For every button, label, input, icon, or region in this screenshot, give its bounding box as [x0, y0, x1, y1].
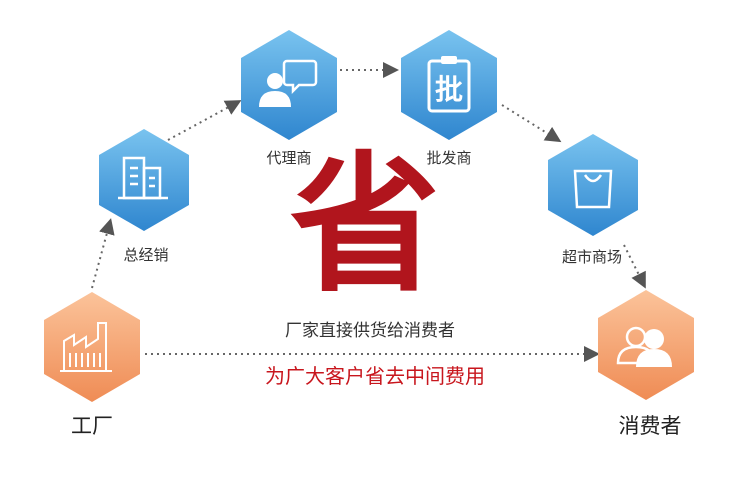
label-consumer: 消费者 — [618, 414, 682, 438]
arrow-supermarket-to-consumer — [623, 244, 646, 289]
shopping-bag-icon — [573, 169, 613, 209]
node-agent — [241, 30, 337, 140]
label-wholesaler: 批发商 — [426, 149, 472, 167]
arrow-factory-to-general — [91, 218, 115, 289]
arrow-general-to-agent — [167, 100, 242, 141]
clipboard-pi-icon: 批 — [427, 56, 471, 113]
connectors — [91, 62, 646, 362]
label-factory: 工厂 — [71, 414, 113, 438]
label-general-distributor: 总经销 — [123, 246, 169, 264]
label-agent: 代理商 — [266, 149, 312, 167]
chat-person-icon — [259, 59, 318, 107]
label-supermarket: 超市商场 — [561, 248, 623, 266]
node-supermarket — [548, 134, 638, 236]
factory-icon — [60, 322, 112, 372]
node-factory — [44, 292, 140, 402]
arrow-wholesaler-to-supermarket — [501, 104, 562, 143]
svg-text:批: 批 — [435, 73, 463, 106]
saving-text: 为广大客户省去中间费用 — [265, 364, 485, 388]
headline-save: 省 — [289, 137, 441, 313]
node-consumer — [598, 290, 694, 400]
users-icon — [616, 326, 672, 367]
direct-supply-text: 厂家直接供货给消费者 — [285, 321, 455, 341]
building-icon — [118, 156, 168, 200]
node-wholesaler: 批 — [401, 30, 497, 140]
node-general-distributor — [99, 129, 189, 231]
